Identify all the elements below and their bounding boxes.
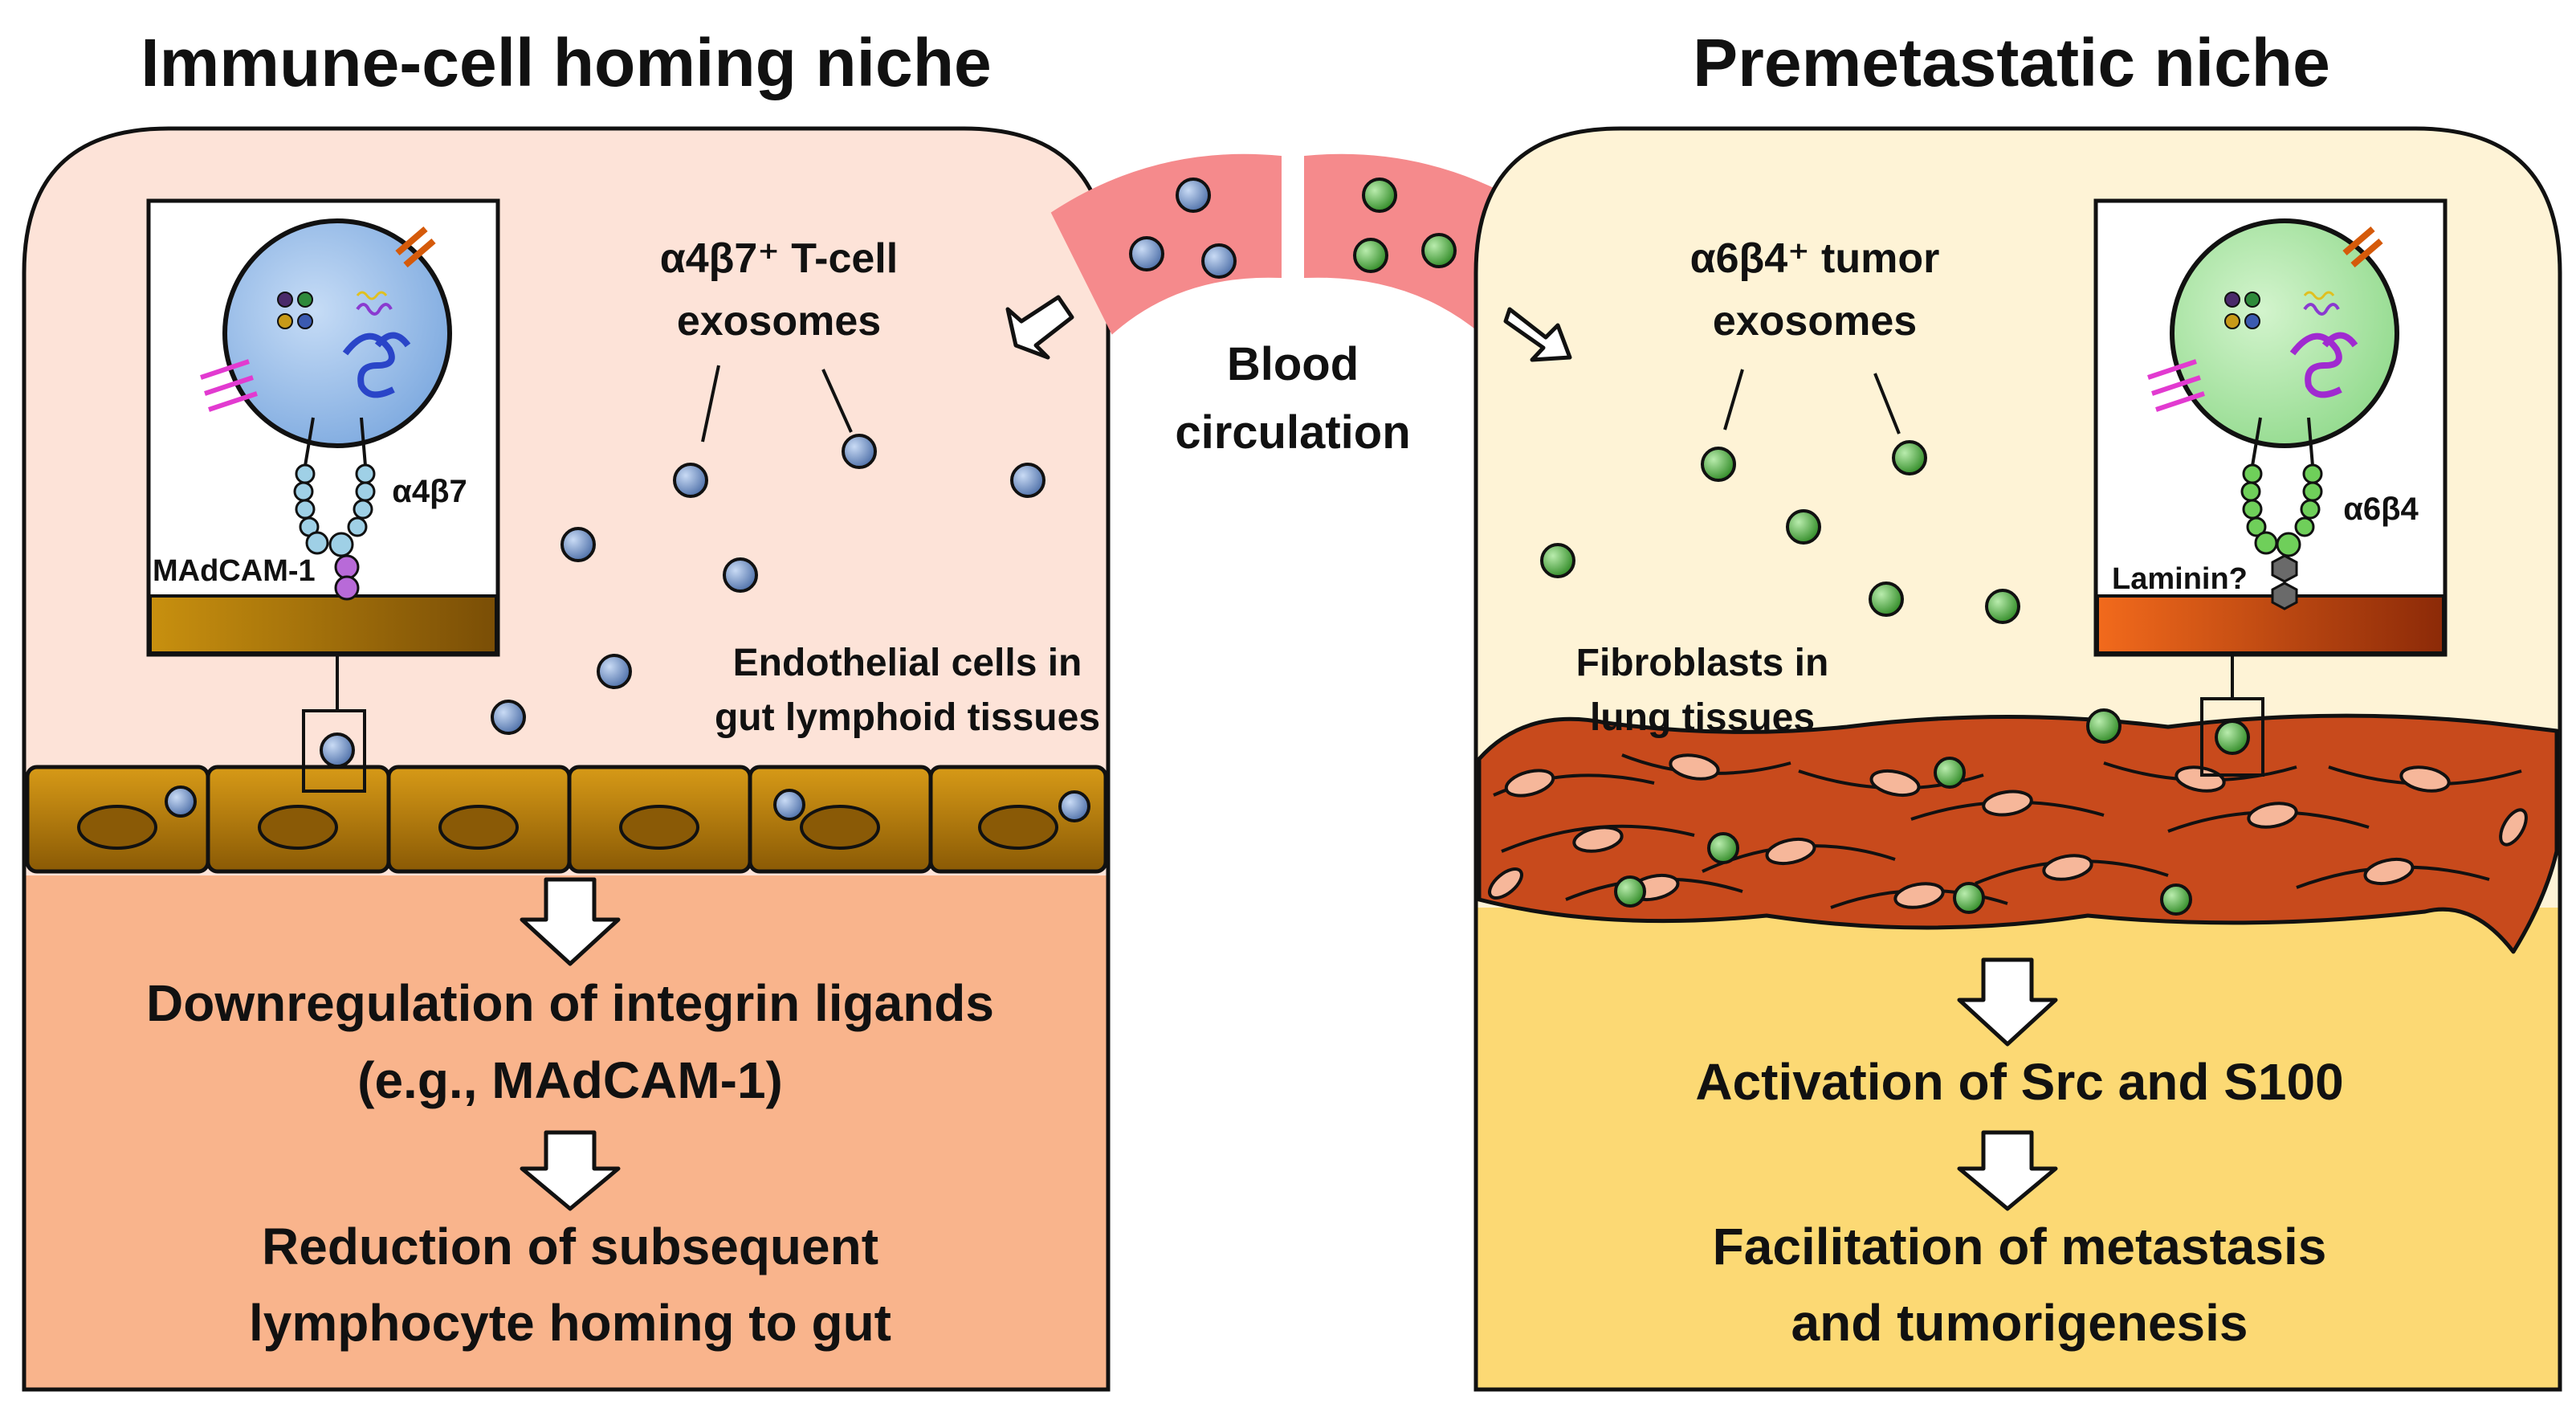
left-outcome2-line2: lymphocyte homing to gut — [249, 1294, 891, 1352]
blood-circulation-label-line2: circulation — [1175, 406, 1411, 459]
left-integrin-label: α4β7 — [392, 474, 467, 509]
right-tissue-label-line1: Fibroblasts in — [1575, 642, 1829, 684]
right-exosomes — [1540, 440, 2250, 916]
right-panel — [1473, 126, 2562, 1392]
left-inset-box — [146, 198, 500, 657]
left-outcome2-line1: Reduction of subsequent — [262, 1218, 878, 1275]
left-tissue-label-line1: Endothelial cells in — [732, 642, 1082, 684]
alpha4beta7-integrin — [293, 417, 376, 557]
alpha6beta4-integrin — [2240, 417, 2323, 557]
right-outcome2-line2: and tumorigenesis — [1791, 1294, 2248, 1352]
left-down-arrow-2 — [520, 1130, 621, 1211]
fibroblast-layer — [1477, 713, 2559, 954]
left-tissue-label-line2: gut lymphoid tissues — [714, 696, 1101, 739]
left-inflow-arrow — [1005, 295, 1074, 360]
laminin-ligand — [2271, 554, 2298, 610]
right-tissue-label-line2: lung tissues — [1589, 696, 1816, 739]
endothelial-layer — [25, 765, 1108, 874]
right-inflow-arrow — [1503, 307, 1572, 362]
right-zoom-box — [2200, 697, 2264, 777]
right-exosome-label-line1: α6β4⁺ tumor — [1689, 235, 1940, 282]
left-exosome-label-line2: exosomes — [676, 298, 882, 345]
left-outcome1-line2: (e.g., MAdCAM-1) — [357, 1051, 783, 1109]
left-panel — [22, 126, 1111, 1392]
right-outcome2-line1: Facilitation of metastasis — [1712, 1218, 2327, 1275]
blood-circulation-arc — [1050, 153, 1539, 335]
right-exosome-label-line2: exosomes — [1712, 298, 1918, 345]
right-down-arrow-2 — [1957, 1130, 2058, 1211]
right-panel-title: Premetastatic niche — [1693, 25, 2330, 100]
right-ligand-label: Laminin? — [2112, 562, 2248, 596]
right-outcome1: Activation of Src and S100 — [1695, 1053, 2344, 1111]
right-panel-outline — [1473, 126, 2562, 1392]
right-inset-membrane-bar — [2096, 594, 2445, 655]
left-ligand-label: MAdCAM-1 — [153, 554, 316, 588]
madcam1-ligand — [334, 554, 360, 601]
left-outcome1-line1: Downregulation of integrin ligands — [146, 974, 994, 1032]
left-down-arrow-1 — [520, 877, 621, 966]
right-integrin-label: α6β4 — [2343, 492, 2419, 527]
left-zoom-box — [302, 709, 366, 793]
blood-band-left — [1050, 153, 1282, 335]
left-exosome-label-line1: α4β7⁺ T-cell — [659, 235, 899, 282]
blood-circulation-label-line1: Blood — [1226, 338, 1359, 390]
left-inset-membrane-bar — [149, 594, 498, 655]
right-down-arrow-1 — [1957, 957, 2058, 1047]
right-inset-box — [2093, 198, 2448, 657]
left-panel-title: Immune-cell homing niche — [141, 25, 992, 100]
left-exosomes — [165, 434, 1090, 822]
